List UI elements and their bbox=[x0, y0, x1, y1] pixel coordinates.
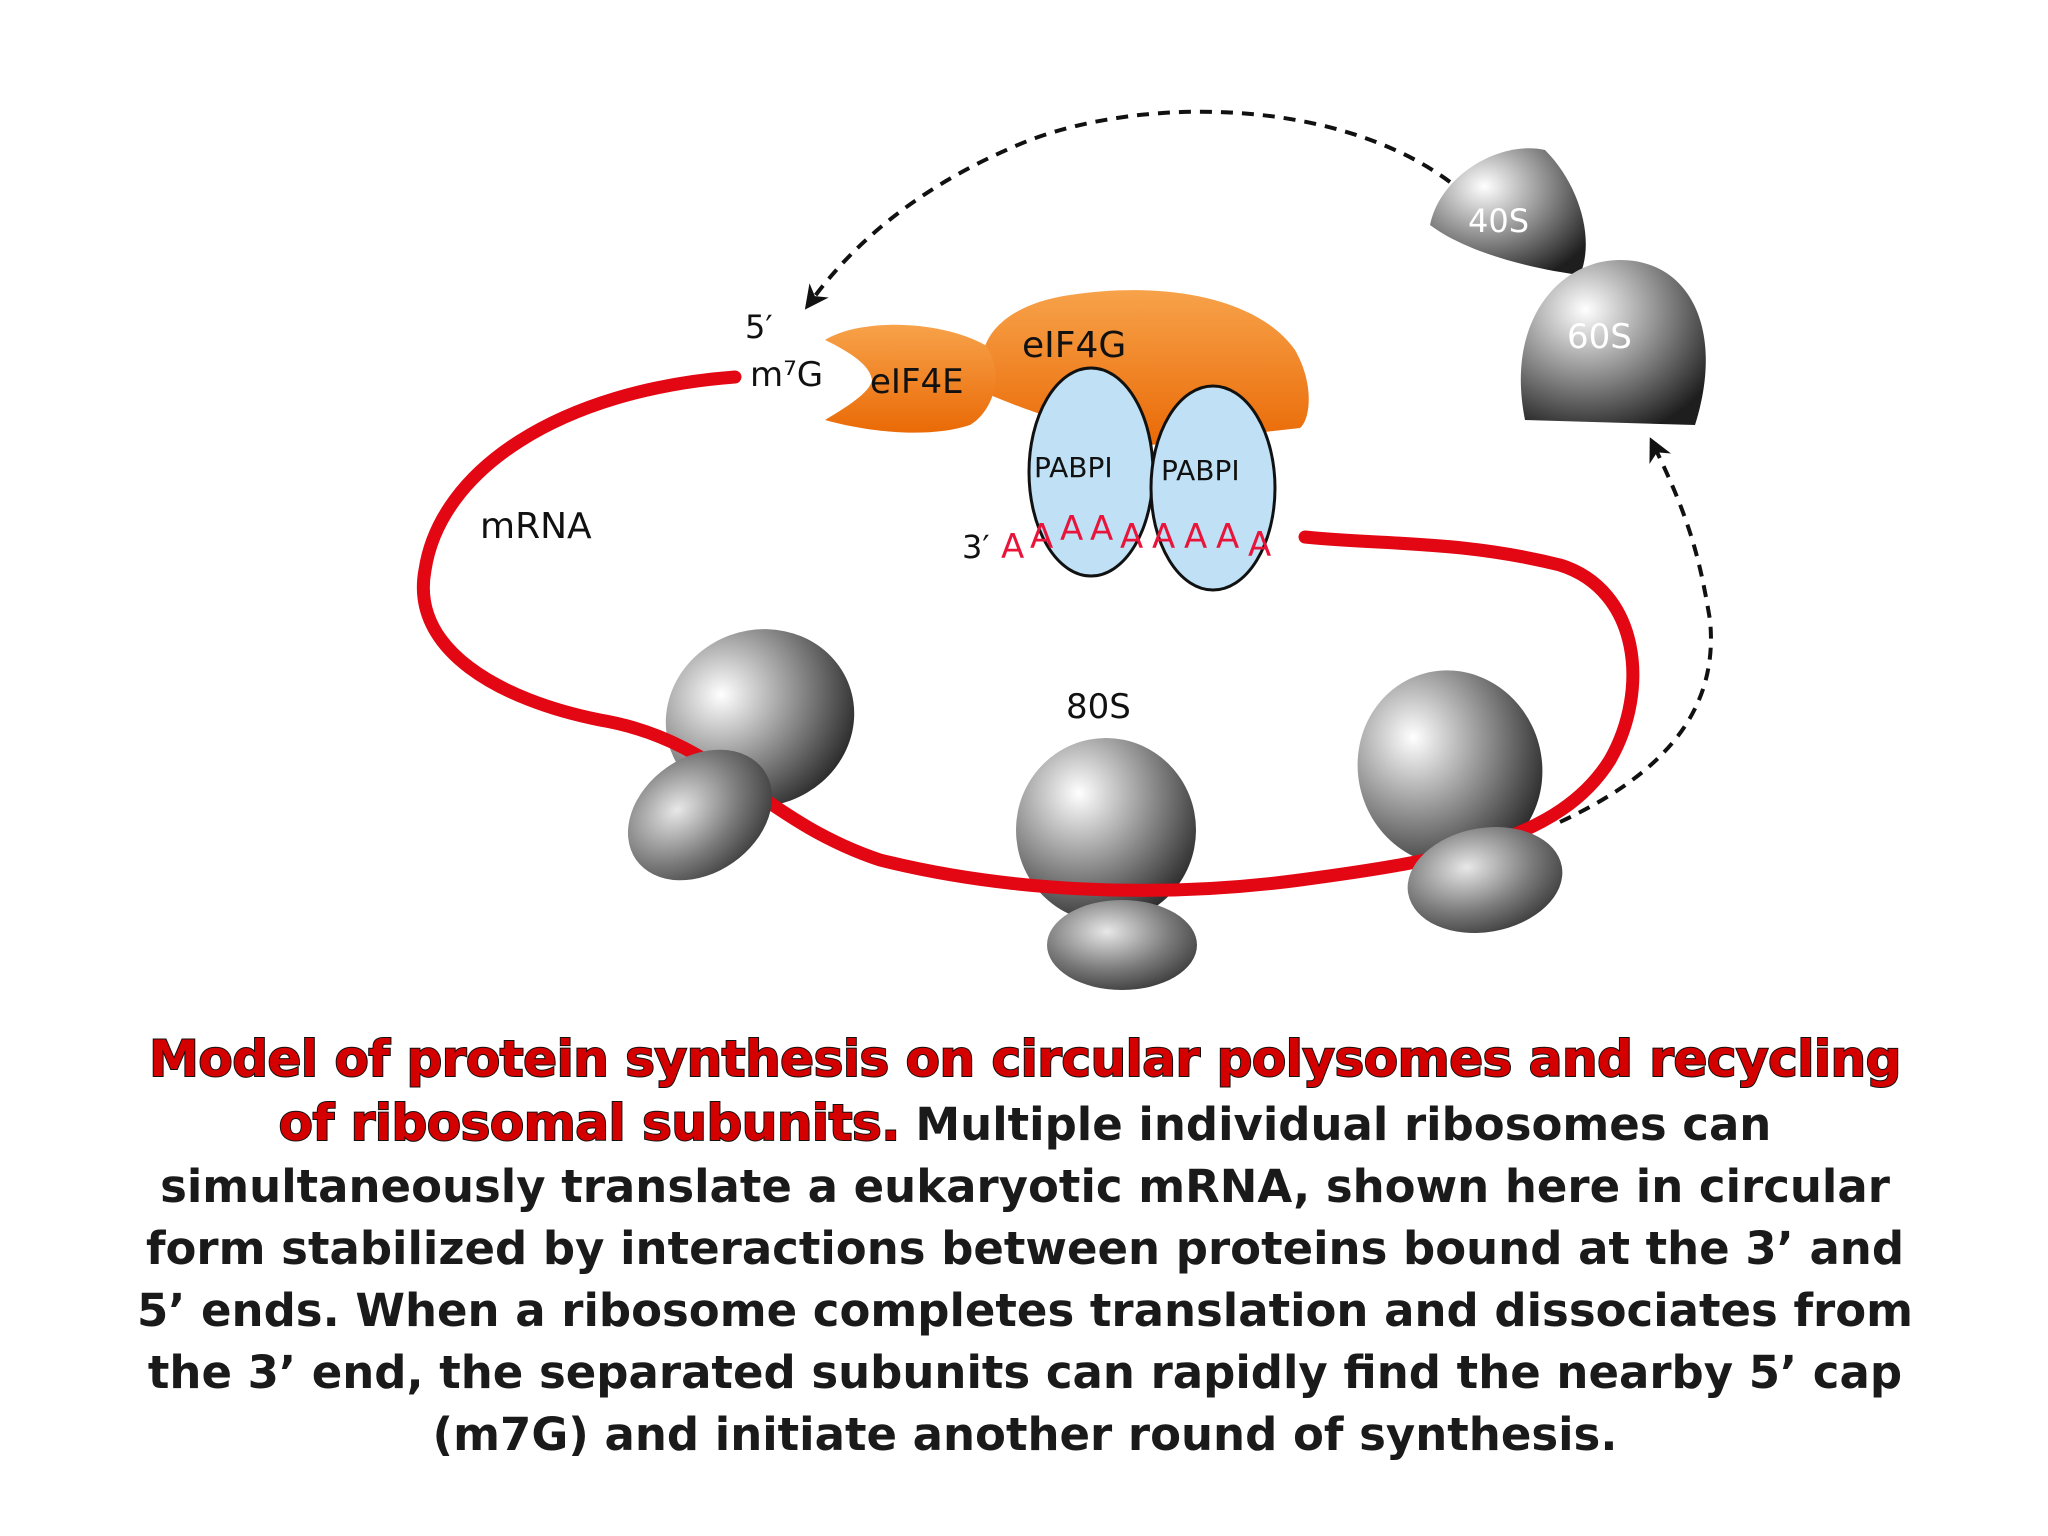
ribosome-80s-label: 80S bbox=[1066, 687, 1131, 727]
poly-a-letter: A bbox=[1120, 517, 1143, 557]
mrna-label: mRNA bbox=[480, 506, 592, 547]
poly-a-letter: A bbox=[1216, 517, 1239, 557]
eif4g-label: eIF4G bbox=[1022, 325, 1126, 366]
ribosome-right-large bbox=[1357, 670, 1543, 866]
ribosome-left-small bbox=[627, 749, 773, 881]
subunit-60s-label: 60S bbox=[1567, 317, 1632, 357]
three-prime-label: 3′ bbox=[962, 528, 990, 566]
poly-a-letter: A bbox=[1001, 527, 1024, 567]
eif4e-label: eIF4E bbox=[870, 362, 964, 402]
five-prime-label: 5′ bbox=[745, 308, 773, 346]
cap-label: m⁷G bbox=[750, 355, 823, 395]
subunit-40s-shape bbox=[1430, 148, 1586, 275]
pabp-right-label: PABPI bbox=[1161, 454, 1240, 487]
poly-a-letter: A bbox=[1152, 517, 1175, 557]
ribosome-center-large bbox=[1016, 738, 1196, 922]
poly-a-letter: A bbox=[1090, 509, 1113, 549]
caption-title: Model of protein synthesis on circular p… bbox=[148, 1029, 1902, 1153]
subunit-60s-shape bbox=[1520, 260, 1706, 425]
caption-body: Multiple individual ribosomes can simult… bbox=[136, 1098, 1914, 1461]
figure-caption: Model of protein synthesis on circular p… bbox=[130, 1028, 1920, 1466]
poly-a-letter: A bbox=[1184, 517, 1207, 557]
mrna-strand bbox=[416, 370, 1640, 897]
ribosome-center-small bbox=[1047, 900, 1197, 990]
poly-a-letter: A bbox=[1248, 525, 1271, 565]
eif4e-shape bbox=[825, 324, 996, 433]
pabp-left-label: PABPI bbox=[1034, 451, 1113, 484]
pabp-right-shape bbox=[1149, 384, 1277, 592]
recycle-arrow-to-cap bbox=[804, 109, 1452, 310]
poly-a-letter: A bbox=[1060, 509, 1083, 549]
ribosome-right-small bbox=[1407, 827, 1563, 933]
poly-a-tail: A A A A A A A A A bbox=[1001, 509, 1271, 567]
protein-synthesis-diagram: 5′ m⁷G eIF4E eIF4G PABPI PABPI 3′ mRNA 8… bbox=[416, 109, 1713, 990]
subunit-40s-label: 40S bbox=[1468, 202, 1529, 240]
poly-a-letter: A bbox=[1030, 517, 1053, 557]
recycle-arrow-to-subunits bbox=[1559, 437, 1713, 824]
